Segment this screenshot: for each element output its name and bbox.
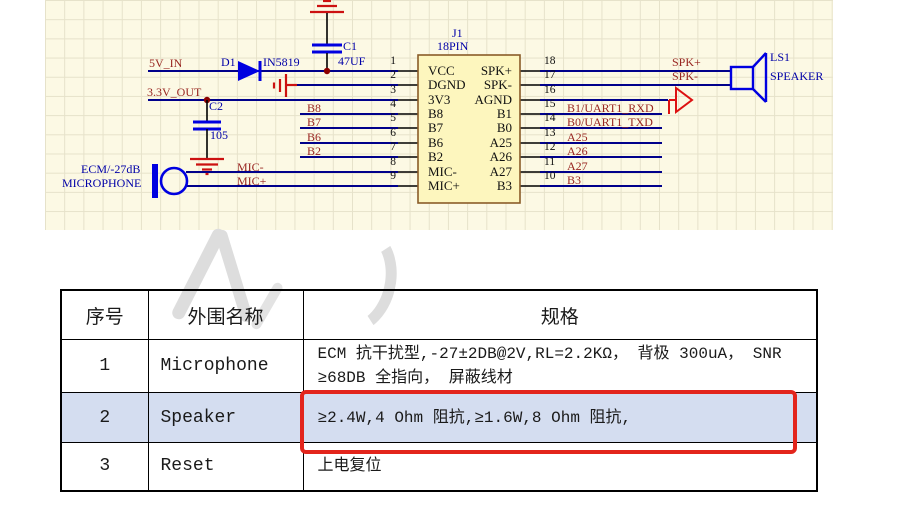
row-index: 2: [60, 392, 149, 443]
pin-name-left: B7: [428, 120, 444, 135]
pin-number-right: 12: [544, 141, 556, 153]
connector-ref: J1: [452, 26, 463, 40]
header-index: 序号: [60, 289, 149, 340]
pin-number-left: 2: [390, 69, 396, 81]
junction-dot: [323, 67, 331, 75]
pin-number-left: 5: [390, 112, 396, 124]
speaker-ref: LS1: [770, 50, 791, 64]
net-label: SPK-: [672, 69, 699, 83]
header-spec: 规格: [302, 289, 818, 340]
header-name: 外围名称: [147, 289, 304, 340]
pin-name-left: B6: [428, 135, 444, 150]
net-label: B7: [307, 115, 322, 129]
pin-number-right: 16: [544, 84, 556, 96]
connector-j1-body: [417, 54, 521, 204]
row-spec: 上电复位: [302, 442, 818, 491]
net-label-3v3-out: 3.3V_OUT: [147, 85, 202, 99]
pin-number-right: 10: [544, 170, 556, 182]
wires: [148, 70, 731, 187]
pin-name-right: A25: [489, 135, 512, 150]
pin-name-right: SPK-: [483, 77, 512, 92]
net-label: A25: [567, 130, 588, 144]
cap1-value: 47UF: [338, 54, 366, 68]
offsheet-arrow-icon: [668, 86, 694, 114]
net-label: SPK+: [672, 55, 701, 69]
cap2-ref: C2: [209, 99, 224, 113]
dgnd-ground-icon: [272, 74, 297, 97]
net-label: B8: [307, 101, 322, 115]
row-index: 1: [60, 339, 149, 393]
pin-name-left: B8: [428, 106, 444, 121]
net-label: B3: [567, 173, 582, 187]
ground-icon: [190, 157, 224, 176]
power-rail-icon: [310, 0, 344, 14]
pin-number-right: 15: [544, 98, 556, 110]
pin-number-left: 4: [390, 98, 396, 110]
net-label: A26: [567, 144, 588, 158]
pin-name-right: B3: [496, 178, 512, 193]
pin-name-right: A26: [489, 149, 512, 164]
cap1-ref: C1: [343, 39, 358, 53]
net-label: B0/UART1_TXD: [567, 115, 653, 129]
pin-number-left: 8: [390, 156, 396, 168]
pin-name-left: VCC: [428, 63, 455, 78]
diode-value: IN5819: [263, 55, 300, 69]
row-name: Speaker: [147, 392, 304, 443]
diode-d1-icon: [238, 61, 262, 81]
pin-number-right: 18: [544, 55, 556, 67]
net-label: B2: [307, 144, 322, 158]
pin-number-right: 17: [544, 69, 556, 81]
pin-stubs: [398, 70, 540, 187]
schematic-drawing: [148, 0, 768, 204]
pin-number-left: 3: [390, 84, 396, 96]
net-label: B1/UART1_RXD: [567, 101, 654, 115]
row-name: Microphone: [147, 339, 304, 393]
pin-name-left: B2: [428, 149, 444, 164]
pin-name-right: A27: [489, 164, 512, 179]
row-index: 3: [60, 442, 149, 491]
pin-name-right: B1: [496, 106, 512, 121]
pin-name-left: 3V3: [428, 92, 451, 107]
row-name: Reset: [147, 442, 304, 491]
capacitor-c1-icon: [312, 43, 342, 54]
pin-number-left: 1: [390, 55, 396, 67]
net-label-5v-in: 5V_IN: [149, 56, 183, 70]
row-spec: ≥2.4W,4 Ohm 阻抗,≥1.6W,8 Ohm 阻抗,: [302, 392, 818, 443]
pin-number-left: 7: [390, 141, 396, 153]
speaker-value: SPEAKER: [770, 69, 824, 83]
pin-name-right: SPK+: [480, 63, 512, 78]
pin-number-left: 6: [390, 127, 396, 139]
pin-number-right: 14: [544, 112, 556, 124]
row-spec: ECM 抗干扰型,-27±2DB@2V,RL=2.2KΩ， 背极 300uA， …: [302, 339, 818, 393]
pin-name-left: MIC+: [428, 178, 460, 193]
cap2-value: 105: [210, 128, 228, 142]
pin-name-left: MIC-: [428, 164, 457, 179]
pin-number-right: 13: [544, 127, 556, 139]
pin-number-left: 9: [390, 170, 396, 182]
pin-name-right: AGND: [474, 92, 512, 107]
pin-number-right: 11: [544, 156, 556, 168]
speaker-icon: [729, 52, 768, 103]
net-label: MIC+: [237, 174, 267, 188]
net-label: B6: [307, 130, 322, 144]
mic-label-2: MICROPHONE: [62, 176, 142, 190]
diode-ref: D1: [221, 55, 236, 69]
microphone-icon: [152, 164, 189, 198]
connector-value: 18PIN: [437, 39, 469, 53]
pin-name-right: B0: [496, 120, 512, 135]
net-label: MIC-: [237, 160, 264, 174]
mic-label-1: ECM/-27dB: [81, 162, 141, 176]
net-label: A27: [567, 159, 588, 173]
pin-name-left: DGND: [428, 77, 466, 92]
table-header-row: 序号 外围名称 规格: [60, 289, 818, 340]
